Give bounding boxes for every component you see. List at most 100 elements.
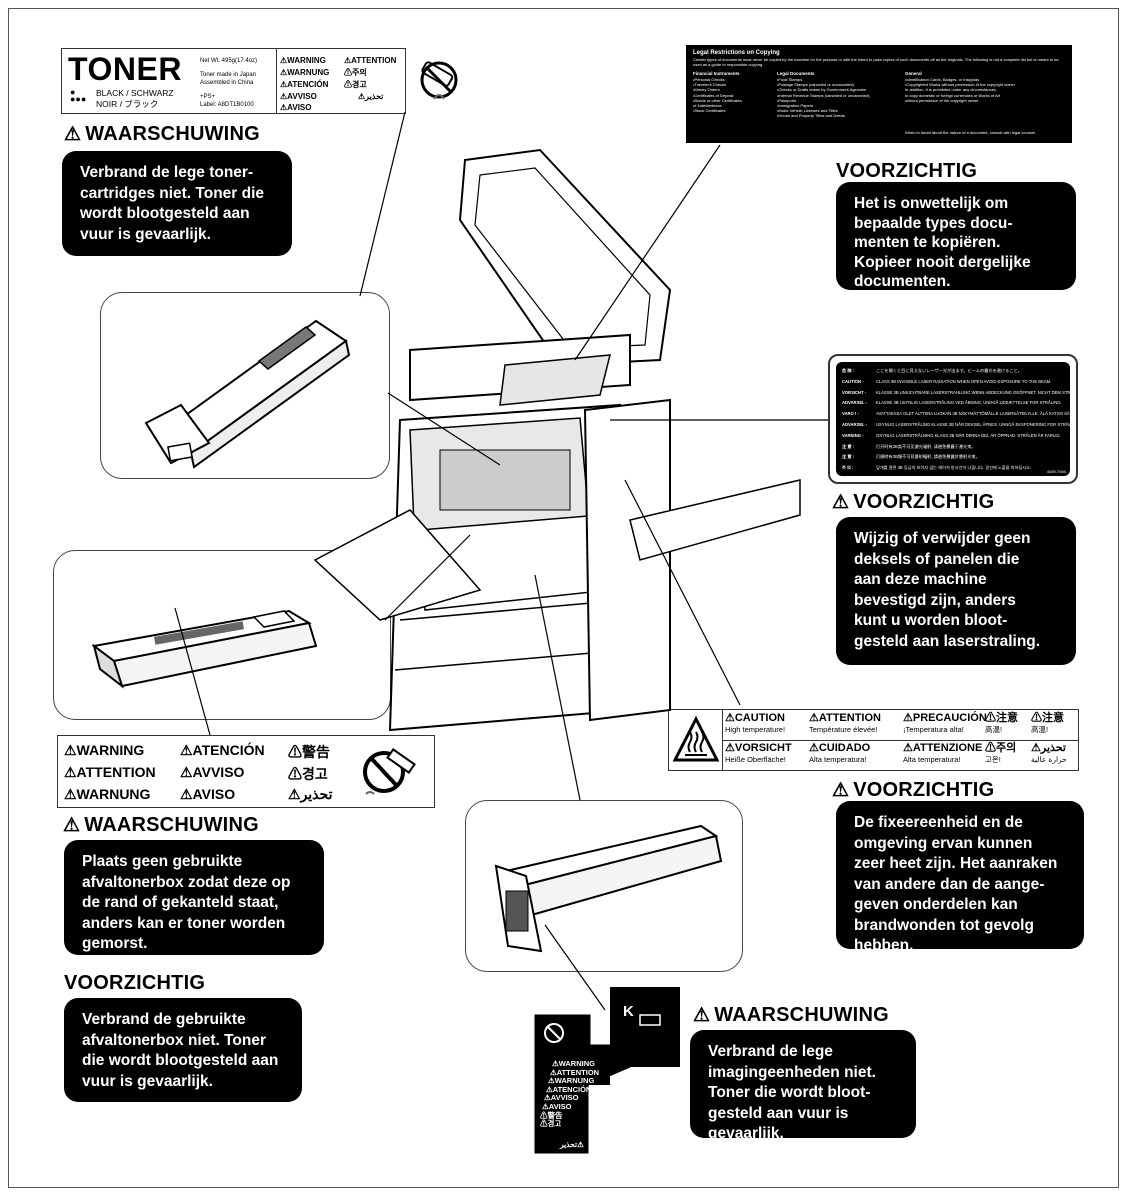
waste-warning-box: Plaats geen gebruikte afvaltonerbox zoda… — [64, 840, 324, 955]
waste-warning-item: ⚠WARNUNG — [64, 786, 151, 802]
legal-col1: •Personal Checks•Traveler's Checks•Money… — [693, 77, 742, 113]
caution-cell-text: Heiße Oberfläche! — [725, 755, 786, 764]
divider — [722, 710, 723, 770]
laser-row-lang: 注 意 : — [842, 443, 855, 449]
legal-col3-head: General — [905, 71, 922, 76]
caution-cell: ⚠注意高溫! — [1031, 712, 1064, 735]
laser-row-text: USYNLIG LASERSTRÅLING KLASSE 3B NÅR DEKS… — [876, 421, 1072, 427]
caution-cell-heading: ⚠注意 — [985, 712, 1018, 724]
waste-warning-text: Plaats geen gebruikte afvaltonerbox zoda… — [82, 853, 291, 952]
legal-item: •Copyrighted Works without permission of… — [905, 82, 1016, 88]
fuser-caution-box: De fixeereenheid en de omgeving ervan ku… — [836, 801, 1084, 954]
imaging-warning-item: ⚠ATENCIÓN — [546, 1084, 592, 1094]
caution-cell-text: Alta temperatura! — [809, 755, 867, 764]
laser-row: ADVARSEL -KLASSE 3B USYNLIG LASERSTRÅLIN… — [842, 398, 1072, 409]
laser-rows: 危 険 :ここを開くと目に見えないレーザー光が出ます。ビームの露光を避けること。… — [842, 366, 1072, 474]
legal-item: •Immigration Papers — [777, 103, 814, 109]
toner-color-fr-jp: NOIR / ブラック — [96, 99, 159, 109]
hot-surface-icon — [672, 715, 720, 764]
legal-item: •Passports — [777, 97, 797, 103]
toner-warn-5: ⚠ATENCIÓN — [280, 80, 329, 89]
waste-toner-box-icon — [91, 609, 318, 689]
legal-restrictions-label: Legal Restrictions on Copying Certain ty… — [686, 45, 1072, 143]
laser-row: 주 의 :덮개를 열면 3B 등급의 보이지 않는 레이저 방사선이 나옵니다.… — [842, 463, 1072, 474]
legal-item: •Internal Revenue Stamps (canceled or un… — [777, 92, 870, 98]
caution-cell-heading: ⚠تحذير — [1031, 742, 1066, 754]
laser-row-lang: 危 険 : — [842, 368, 855, 373]
imaging-k-mark: K — [623, 1003, 634, 1020]
laser-row: CAUTION - CLASS 3B INVISIBLE LASER RADIAT… — [842, 377, 1072, 388]
page-frame — [8, 8, 1119, 1188]
waste-warning-heading: ⚠WAARSCHUWING — [63, 814, 259, 836]
toner-warn-8: ⚠تحذير — [358, 92, 384, 101]
laser-row: 注 意 : 打開時有3B類不可見雷射輻射, 請避免暴露於雷射光束。 — [842, 452, 1072, 463]
waste-warning-item: ⚠AVVISO — [180, 764, 245, 780]
legal-caution-text: Het is onwettelijk om bepaalde types doc… — [854, 195, 1031, 290]
legal-item: to copy domestic or foreign currencies o… — [905, 92, 1001, 98]
laser-row-lang: VARNING - — [842, 432, 864, 438]
imaging-warning-heading: ⚠WAARSCHUWING — [693, 1004, 889, 1026]
fuser-caution-heading: ⚠VOORZICHTIG — [832, 779, 995, 801]
legal-col2: •Food Stamps•Postage Stamps (canceled or… — [777, 77, 870, 119]
legal-intro: Certain types of documents must never be… — [693, 57, 1059, 67]
toner-ps: +PS+ — [200, 94, 216, 100]
laser-row-lang: ADVARSEL - — [842, 400, 868, 406]
waste-caution-text: Verbrand de gebruikte afvaltonerbox niet… — [82, 1011, 279, 1090]
warning-triangle-icon: ⚠ — [832, 780, 850, 801]
imaging-warning-tail: تحذير⚠ — [560, 1140, 584, 1149]
laser-row: VORSICHT -KLASSE 3B UNSICHTBARE LASERSTR… — [842, 388, 1072, 399]
laser-row-lang: CAUTION - — [842, 378, 864, 384]
laser-caution-box: Wijzig of verwijder geen deksels of pane… — [836, 517, 1076, 665]
toner-warn-6: ⚠경고 — [344, 80, 367, 89]
warning-triangle-icon: ⚠ — [63, 815, 81, 836]
caution-cell-text: 高溫! — [1031, 725, 1049, 734]
laser-row-text: 打開時有3B類不可見雷射輻射, 請避免暴露於雷射光束。 — [876, 454, 980, 460]
waste-caution-heading: VOORZICHTIG — [64, 972, 206, 994]
warning-triangle-icon: ⚠ — [693, 1005, 711, 1026]
legal-col1-head: Financial Instruments — [693, 71, 740, 76]
laser-row-lang: 注 意 : — [842, 454, 855, 460]
legal-item: •Traveler's Checks — [693, 82, 727, 88]
imaging-warning-text: Verbrand de lege imagingeenheden niet. T… — [708, 1043, 876, 1142]
toner-warning-box: Verbrand de lege toner- cartridges niet.… — [62, 151, 292, 256]
caution-cell-text: ¡Temperatura alta! — [903, 725, 964, 734]
toner-warn-7: ⚠AVVISO — [280, 92, 317, 101]
legal-footer: When in doubt about the nature of a docu… — [905, 130, 1037, 135]
toner-title: TONER — [68, 51, 182, 87]
legal-item: •Motor Vehicle Licenses and Titles — [777, 108, 838, 114]
legal-item: •Stock Certificates — [693, 108, 726, 114]
imaging-unit-illustration — [465, 800, 743, 972]
toner-made-in: Toner made in Japan — [200, 72, 257, 78]
legal-title: Legal Restrictions on Copying — [693, 50, 780, 56]
imaging-warning-box: Verbrand de lege imagingeenheden niet. T… — [690, 1030, 916, 1142]
caution-cell-text: Température élevée! — [809, 725, 878, 734]
laser-caution-text: Wijzig of verwijder geen deksels of pane… — [854, 530, 1041, 650]
warning-triangle-icon: ⚠ — [832, 492, 850, 513]
caution-cell-text: حرارة عالية — [1031, 755, 1067, 764]
toner-net-weight: Net Wt. 495g(17.4oz) — [200, 58, 258, 64]
imaging-warning-item: ⚠WARNING — [552, 1059, 595, 1068]
no-fire-icon — [420, 61, 458, 100]
laser-row: 危 険 :ここを開くと目に見えないレーザー光が出ます。ビームの露光を避けること。 — [842, 366, 1072, 377]
caution-cell-heading: ⚠CUIDADO — [809, 742, 871, 754]
toner-warning-heading: ⚠WAARSCHUWING — [64, 123, 260, 145]
laser-row: 注 意 :打开时有3B类不可见激光辐射, 请避免暴露于激光束。 — [842, 442, 1072, 453]
caution-cell: ⚠注意高温! — [985, 712, 1018, 735]
waste-warning-item: ⚠WARNING — [64, 742, 145, 758]
laser-row: ADVARSEL -USYNLIG LASERSTRÅLING KLASSE 3… — [842, 420, 1072, 431]
laser-row-text: CLASS 3B INVISIBLE LASER RADIATION WHEN … — [876, 378, 1052, 384]
caution-cell-heading: ⚠PRECAUCIÓN — [903, 712, 987, 724]
caution-cell-heading: ⚠ATTENZIONE — [903, 742, 983, 754]
laser-caution-heading: ⚠VOORZICHTIG — [832, 491, 995, 513]
laser-row-lang: VORSICHT - — [842, 389, 867, 395]
legal-item: •Checks or Drafts drawn by Government Ag… — [777, 87, 866, 93]
legal-item: •Money Orders — [693, 87, 720, 93]
imaging-warning-item: ⚠ATTENTION — [550, 1067, 600, 1077]
